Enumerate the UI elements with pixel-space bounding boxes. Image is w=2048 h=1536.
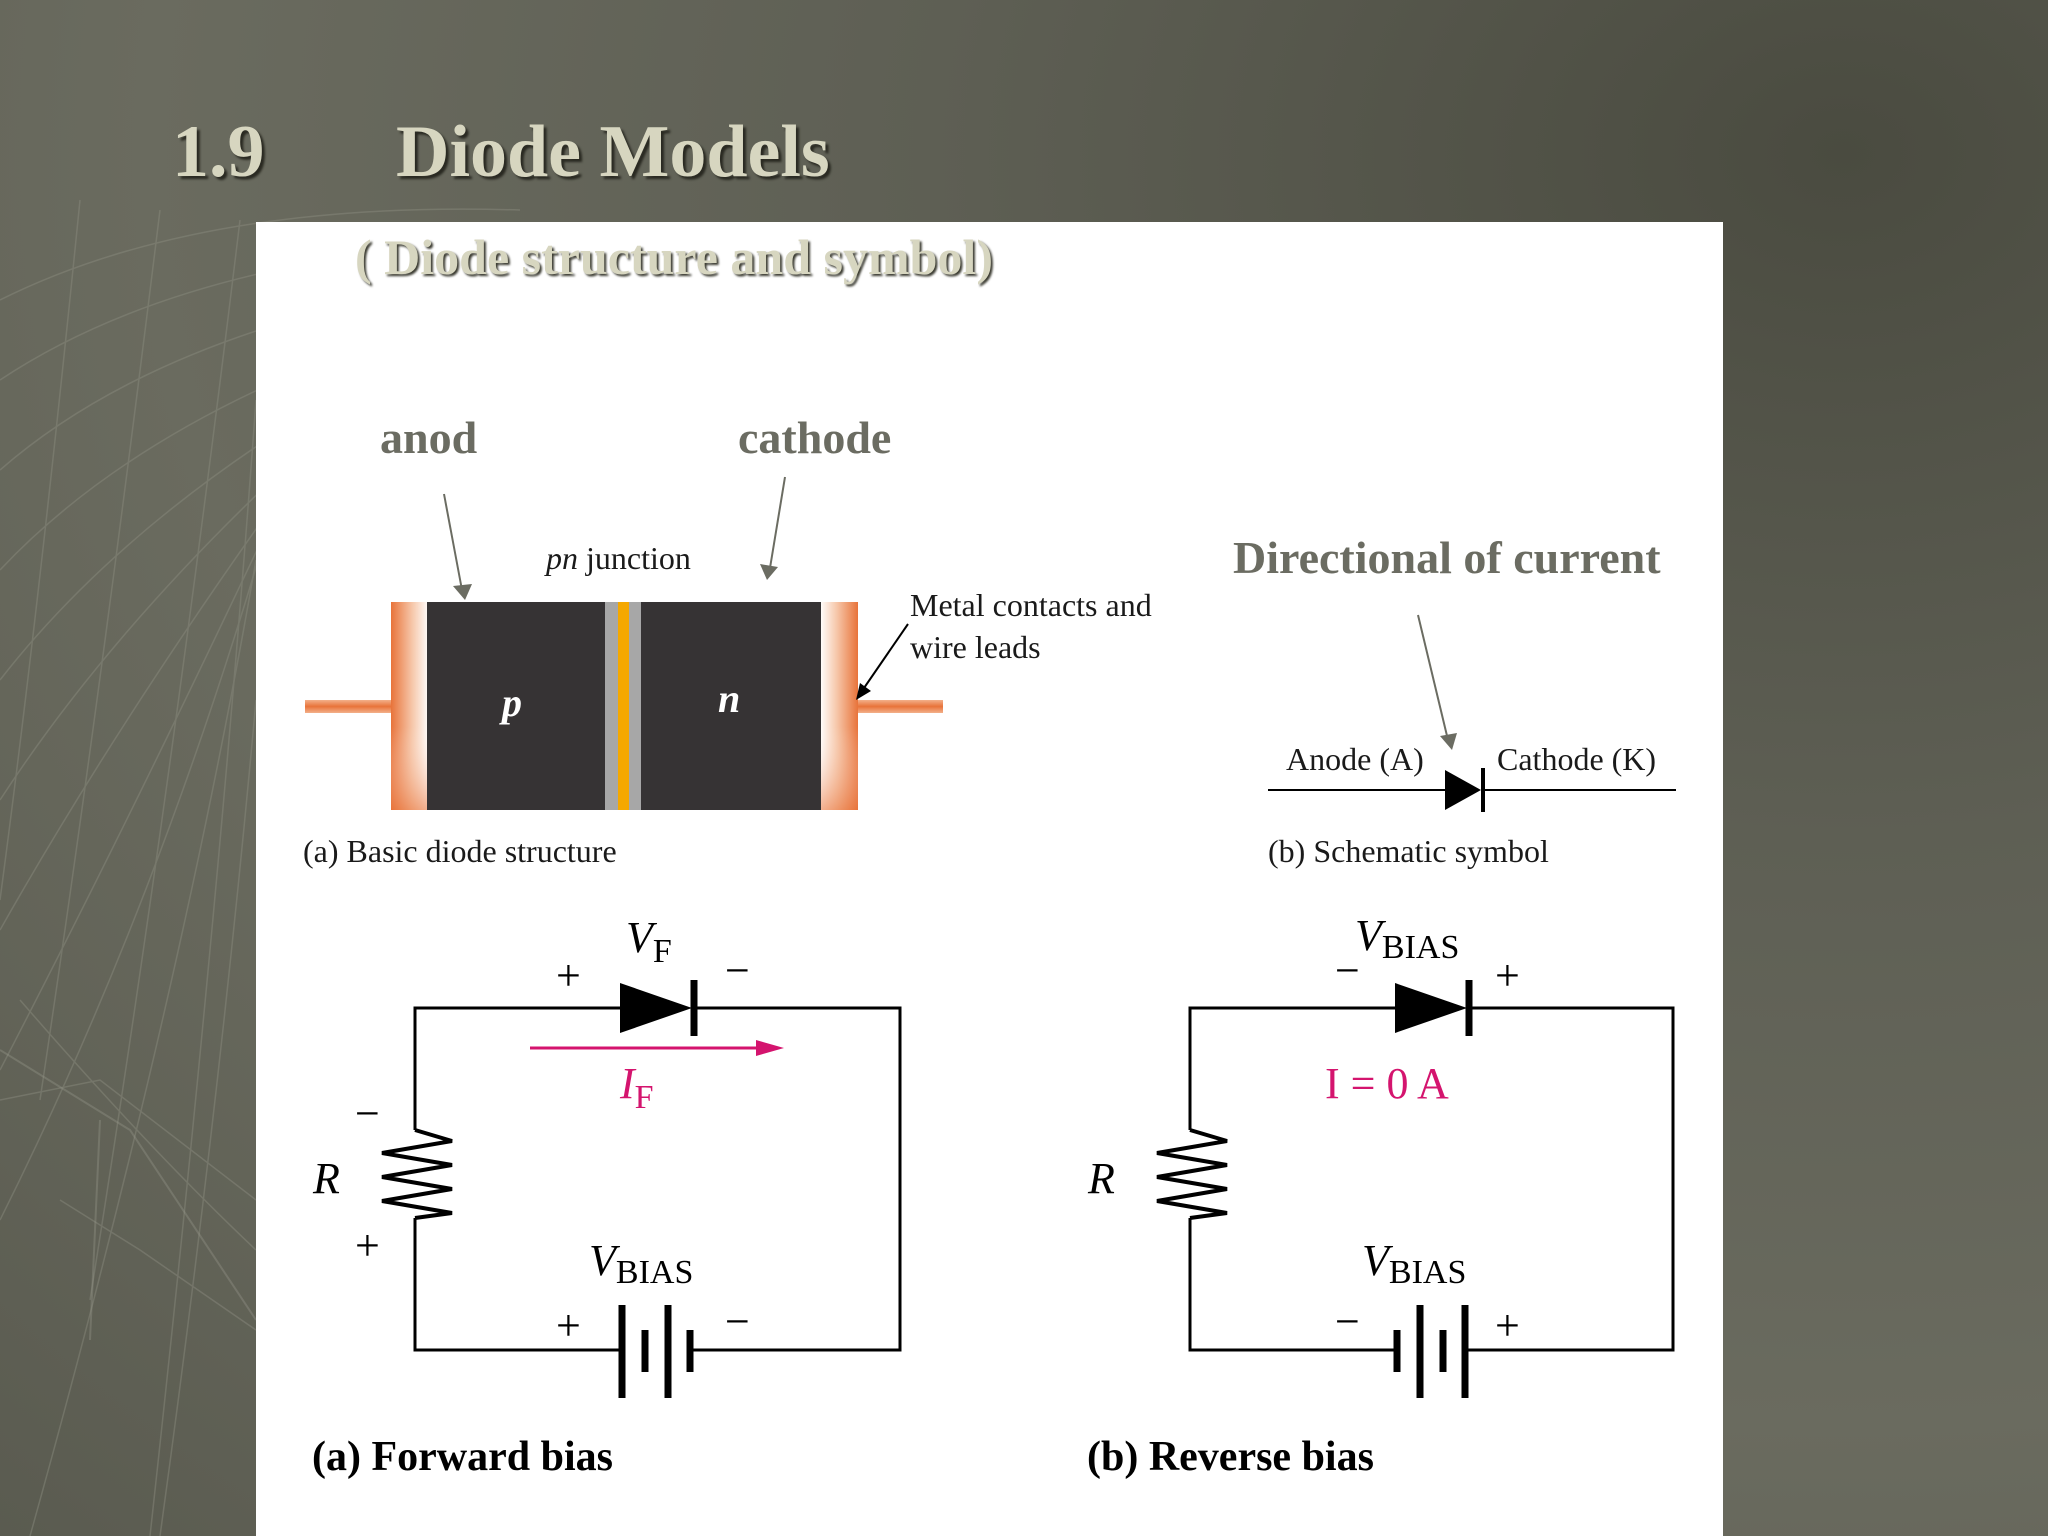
forward-current-label: IF (619, 1059, 654, 1116)
junction-yellow (618, 602, 629, 810)
symbol-cathode-label: Cathode (K) (1497, 741, 1656, 777)
right-wire-lead (855, 700, 943, 713)
forward-diode-triangle (620, 983, 692, 1033)
figure-panel (256, 222, 1723, 1536)
reverse-diode-plus: + (1495, 951, 1520, 1000)
forward-resistor (381, 1128, 453, 1220)
anode-pointer-arrowhead (453, 584, 472, 600)
forward-vf-label: VF (626, 913, 672, 970)
p-label: p (499, 680, 522, 725)
forward-diode-minus: − (725, 946, 750, 995)
reverse-diode-minus: − (1335, 946, 1360, 995)
reverse-diode-triangle (1395, 983, 1467, 1033)
p-region (427, 602, 605, 810)
cathode-pointer-arrow (769, 476, 786, 569)
cathode-pointer-arrowhead (760, 564, 778, 580)
contacts-pointer-arrowhead (856, 683, 871, 700)
direction-pointer-arrowhead (1440, 733, 1457, 750)
reverse-bias-circuit (1156, 1006, 1675, 1352)
contacts-pointer-arrow (863, 623, 909, 689)
n-region (641, 602, 821, 810)
junction-gray-right (629, 602, 641, 810)
n-label: n (718, 676, 740, 721)
slide-number: 1.9 (172, 111, 265, 193)
structure-caption: (a) Basic diode structure (303, 833, 617, 869)
symbol-anode-label: Anode (A) (1286, 741, 1424, 777)
reverse-battery-minus: − (1335, 1297, 1360, 1346)
left-wire-lead (305, 700, 393, 713)
reverse-vbias-label: VBIAS (1362, 1236, 1466, 1291)
left-contact-shade (391, 602, 429, 810)
reverse-vbias-top-label: VBIAS (1355, 911, 1459, 966)
slide-title: Diode Models (396, 111, 830, 193)
slide-subtitle: ( Diode structure and symbol) (355, 229, 993, 285)
forward-bias-caption: (a) Forward bias (312, 1434, 613, 1480)
diode-symbol-triangle (1445, 770, 1481, 810)
anode-label: anod (380, 412, 478, 463)
pn-junction-label: pn junction (544, 540, 691, 576)
cathode-label: cathode (738, 412, 891, 463)
reverse-bias-caption: (b) Reverse bias (1087, 1434, 1374, 1480)
anode-pointer-arrow (443, 493, 463, 591)
forward-resistor-minus: − (355, 1089, 380, 1138)
forward-vbias-label: VBIAS (589, 1236, 693, 1291)
reverse-battery-plus: + (1495, 1301, 1520, 1350)
forward-battery-minus: − (725, 1297, 750, 1346)
forward-battery-plus: + (556, 1301, 581, 1350)
metal-contacts-label-line2: wire leads (910, 629, 1041, 665)
forward-diode-plus: + (556, 951, 581, 1000)
right-contact-shade (820, 602, 858, 810)
forward-bias-circuit (381, 1006, 902, 1352)
direction-pointer-arrow (1417, 614, 1449, 741)
reverse-current-label: I = 0 A (1325, 1059, 1449, 1108)
forward-resistor-label: R (312, 1154, 340, 1203)
forward-current-arrowhead (756, 1040, 784, 1056)
metal-contacts-label-line1: Metal contacts and (910, 587, 1152, 623)
direction-of-current-label: Directional of current (1233, 532, 1661, 583)
junction-gray-left (605, 602, 618, 810)
reverse-resistor-label: R (1087, 1154, 1115, 1203)
reverse-resistor (1156, 1128, 1228, 1220)
forward-resistor-plus: + (355, 1221, 380, 1270)
symbol-caption: (b) Schematic symbol (1268, 833, 1549, 869)
